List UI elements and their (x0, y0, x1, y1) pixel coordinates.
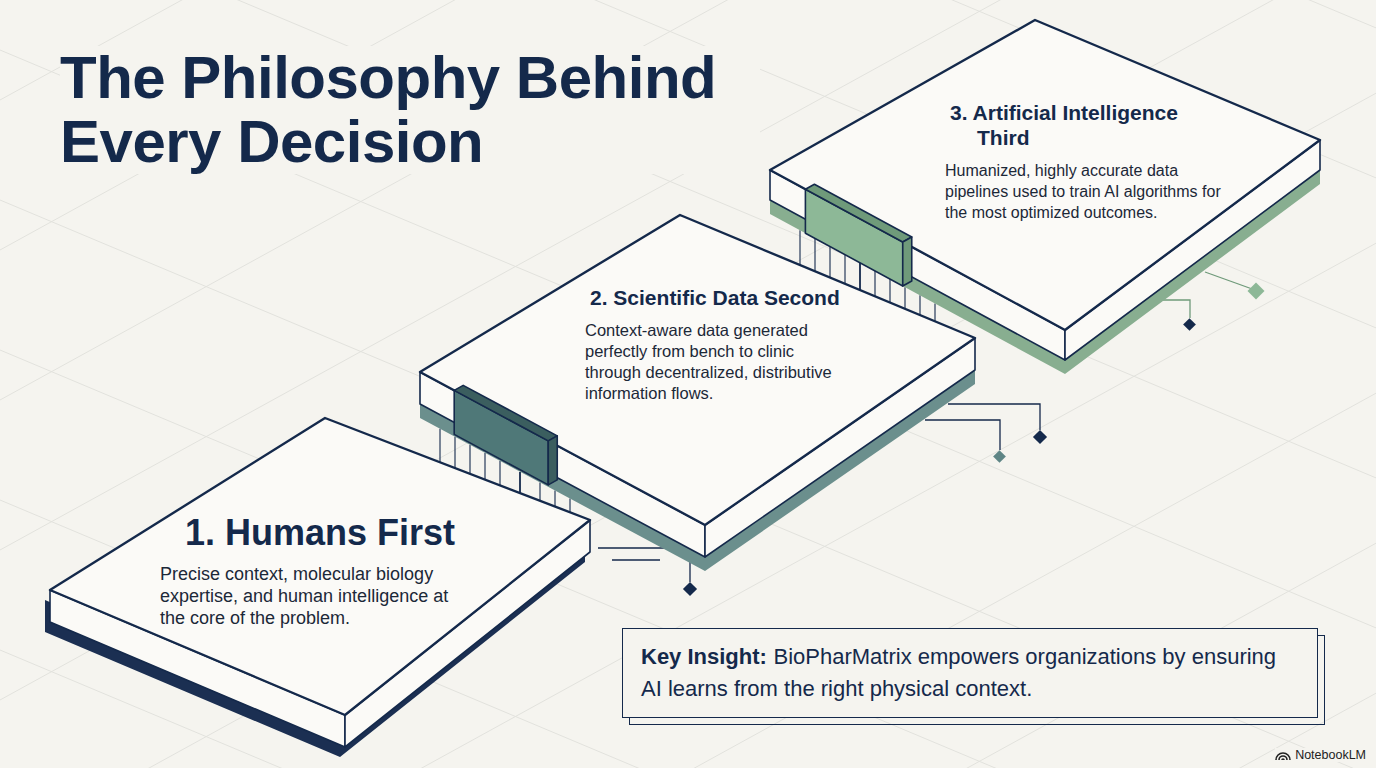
circuit-trace (1160, 300, 1190, 318)
grid-line (0, 0, 1376, 28)
tier-heading: 2. Scientific Data Second (590, 285, 857, 310)
circuit-node (683, 582, 697, 596)
bus-wire (569, 499, 570, 513)
tier-description: Precise context, molecular biology exper… (160, 563, 460, 629)
bus-wire (499, 461, 500, 485)
circuit-node (993, 450, 1006, 463)
bus-wire (874, 271, 875, 296)
circuit-node (1248, 283, 1265, 300)
tier-connector (859, 263, 861, 290)
slab-top (770, 20, 1320, 330)
bus-wire (934, 303, 935, 321)
grid-line (0, 0, 1376, 700)
bus-wire (829, 247, 830, 278)
connector-block-end (548, 436, 557, 485)
connector-block (454, 390, 548, 484)
insight-label: Key Insight: (641, 644, 767, 669)
tier-slab: 3. Artificial Intelligence ThirdHumanize… (766, 16, 1324, 378)
page-title: The Philosophy Behind Every Decision (60, 46, 760, 174)
tier-connector (519, 472, 521, 493)
connector-block (805, 189, 902, 286)
bus-wire (439, 429, 440, 463)
bus-wire (919, 295, 920, 315)
connector-block-cap (454, 385, 557, 440)
tier-description: Humanized, highly accurate data pipeline… (945, 160, 1225, 223)
bus-wire (554, 490, 555, 506)
bus-wire (799, 230, 800, 265)
bus-wire (454, 437, 455, 468)
grid-line (0, 93, 1376, 768)
circuit-trace (948, 404, 1040, 430)
circuit-trace (925, 420, 1000, 450)
bus-wire (484, 453, 485, 480)
insight-box: Key Insight:BioPharMatrix empowers organ… (622, 628, 1318, 718)
bus-wire (469, 445, 470, 474)
connector-block-end (903, 237, 912, 286)
bus-wire (889, 279, 890, 302)
bus-wire (904, 287, 905, 309)
watermark-icon (1275, 749, 1291, 761)
tier-description: Context-aware data generated perfectly f… (585, 320, 850, 404)
bus-wire (844, 255, 845, 284)
watermark: NotebookLM (1275, 748, 1366, 762)
bus-wire (814, 238, 815, 271)
circuit-node (1033, 430, 1047, 444)
watermark-text: NotebookLM (1295, 748, 1366, 762)
circuit-trace (1205, 272, 1255, 290)
bus-wire (539, 482, 540, 500)
grid-line (0, 0, 1376, 550)
tier-heading: 3. Artificial Intelligence Third (950, 100, 1207, 150)
connector-block-cap (805, 184, 911, 242)
circuit-node (1183, 318, 1196, 331)
title-block: The Philosophy Behind Every Decision (60, 46, 760, 174)
circuit-trace (612, 559, 660, 560)
tier-heading: 1. Humans First (185, 512, 545, 553)
